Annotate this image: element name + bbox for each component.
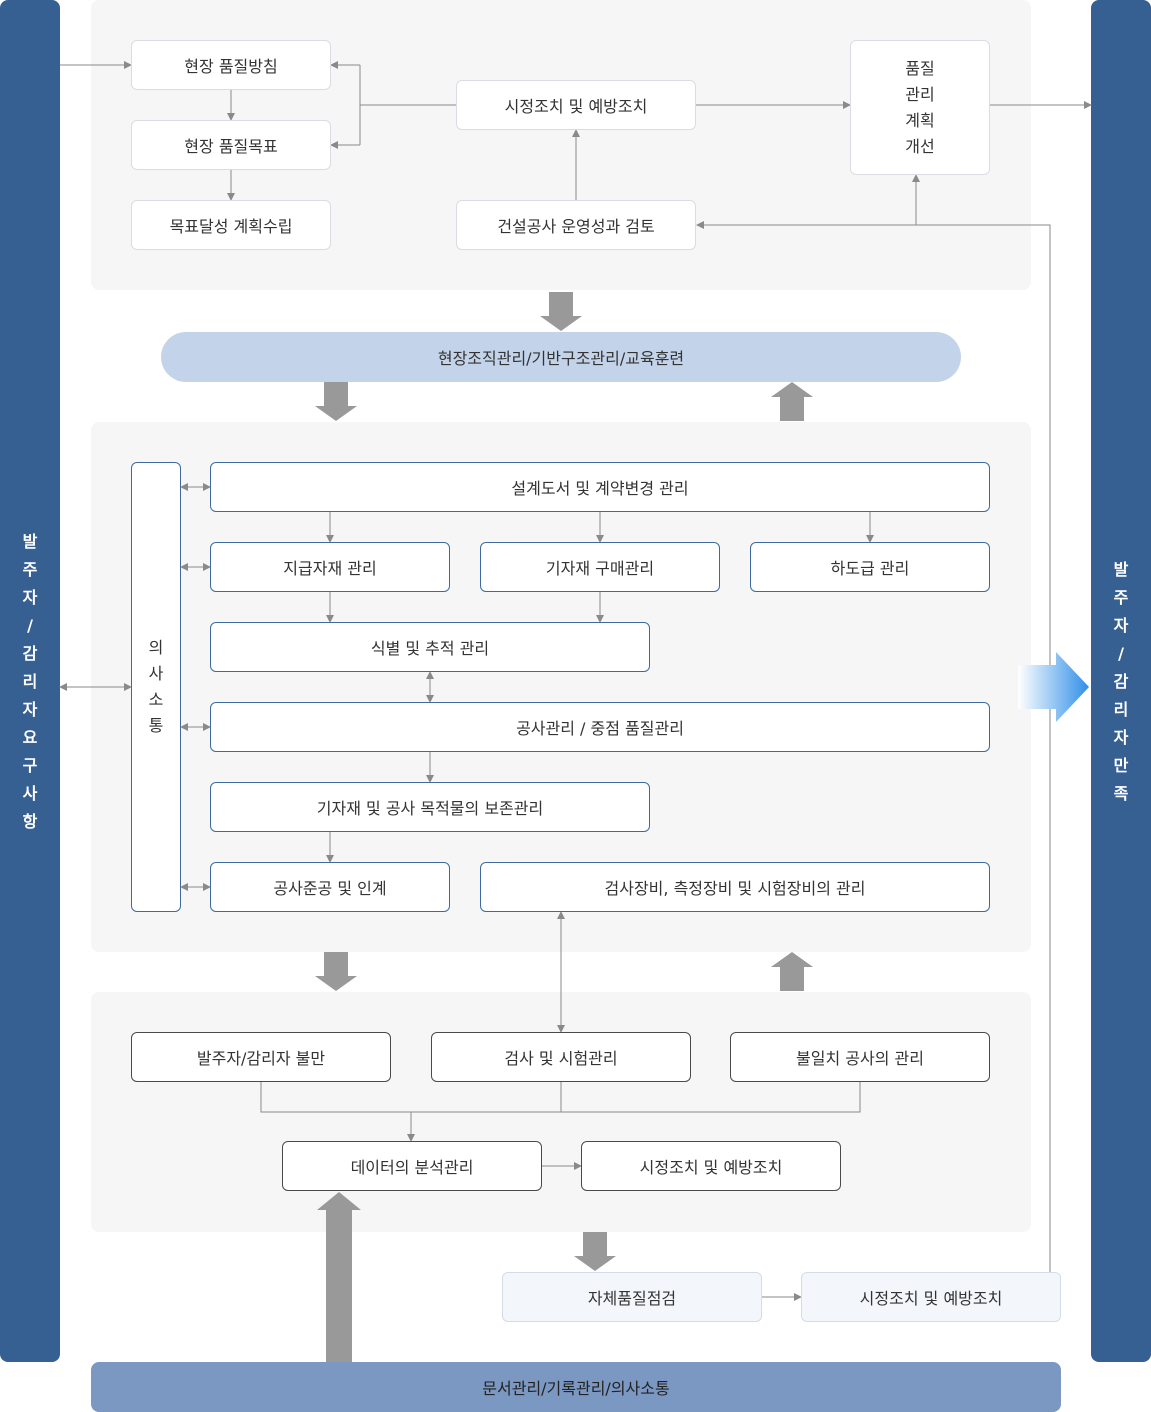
quality-policy-box: 현장 품질방침 [131,40,331,90]
completion-box: 공사준공 및 인계 [210,862,450,912]
identification-box: 식별 및 추적 관리 [210,622,650,672]
document-management-bar: 문서관리/기록관리/의사소통 [91,1362,1061,1412]
complaint-box: 발주자/감리자 불만 [131,1032,391,1082]
nonconformance-box: 불일치 공사의 관리 [730,1032,990,1082]
purchase-box: 기자재 구매관리 [480,542,720,592]
communication-box: 의 사 소 통 [131,462,181,912]
top-corrective-box: 시정조치 및 예방조치 [456,80,696,130]
left-sidebar: 발 주 자 / 감 리 자 요 구 사 항 [0,0,60,1362]
equipment-box: 검사장비, 측정장비 및 시험장비의 관리 [480,862,990,912]
quality-plan-improve-box: 품질 관리 계획 개선 [850,40,990,175]
construction-quality-box: 공사관리 / 중점 품질관리 [210,702,990,752]
goal-plan-box: 목표달성 계획수립 [131,200,331,250]
quality-goal-box: 현장 품질목표 [131,120,331,170]
subcontract-box: 하도급 관리 [750,542,990,592]
right-sidebar-label: 발 주 자 / 감 리 자 만 족 [1113,560,1129,803]
preservation-box: 기자재 및 공사 목적물의 보존관리 [210,782,650,832]
bottom-corrective-box: 시정조치 및 예방조치 [801,1272,1061,1322]
data-analysis-box: 데이터의 분석관리 [282,1141,542,1191]
lower-corrective-box: 시정조치 및 예방조치 [581,1141,841,1191]
left-sidebar-label: 발 주 자 / 감 리 자 요 구 사 항 [22,532,38,831]
inspection-box: 검사 및 시험관리 [431,1032,691,1082]
performance-review-box: 건설공사 운영성과 검토 [456,200,696,250]
right-sidebar: 발 주 자 / 감 리 자 만 족 [1091,0,1151,1362]
design-contract-box: 설계도서 및 계약변경 관리 [210,462,990,512]
self-check-box: 자체품질점검 [502,1272,762,1322]
supplied-material-box: 지급자재 관리 [210,542,450,592]
org-management-bar: 현장조직관리/기반구조관리/교육훈련 [161,332,961,382]
